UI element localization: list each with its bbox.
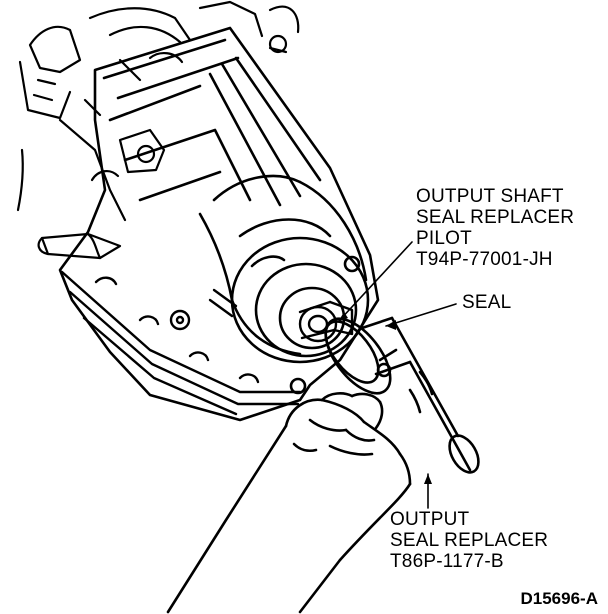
callout-line: PILOT: [416, 228, 472, 249]
callout-line: T86P-1177-B: [390, 551, 504, 572]
callout-line: OUTPUT: [390, 509, 470, 530]
callout-output-seal-replacer: OUTPUT SEAL REPLACER T86P-1177-B: [390, 509, 548, 572]
callout-line: SEAL REPLACER: [416, 207, 575, 228]
callout-seal: SEAL: [462, 292, 511, 313]
leader-lines: [337, 241, 457, 509]
hand: [166, 392, 412, 614]
callout-seal-replacer-pilot: OUTPUT SHAFT SEAL REPLACER PILOT T94P-77…: [416, 186, 574, 270]
extension-housing: [198, 174, 370, 395]
callout-line: T94P-77001-JH: [416, 249, 553, 270]
solenoid: [90, 128, 166, 182]
callout-line: SEAL: [462, 292, 512, 313]
pilot-leader: [337, 241, 413, 323]
engine-bracket: [16, 0, 300, 222]
oil-pan: [60, 270, 302, 416]
seal-leader: [385, 303, 457, 327]
figure-number: D15696-A: [520, 589, 599, 608]
mount-bracket: [37, 232, 122, 260]
callout-line: OUTPUT SHAFT: [416, 186, 564, 207]
transmission-case: [58, 26, 380, 422]
callout-line: SEAL REPLACER: [390, 530, 549, 551]
seal-replacer-tool: [324, 316, 480, 474]
leader-arrowheads: [338, 312, 432, 484]
